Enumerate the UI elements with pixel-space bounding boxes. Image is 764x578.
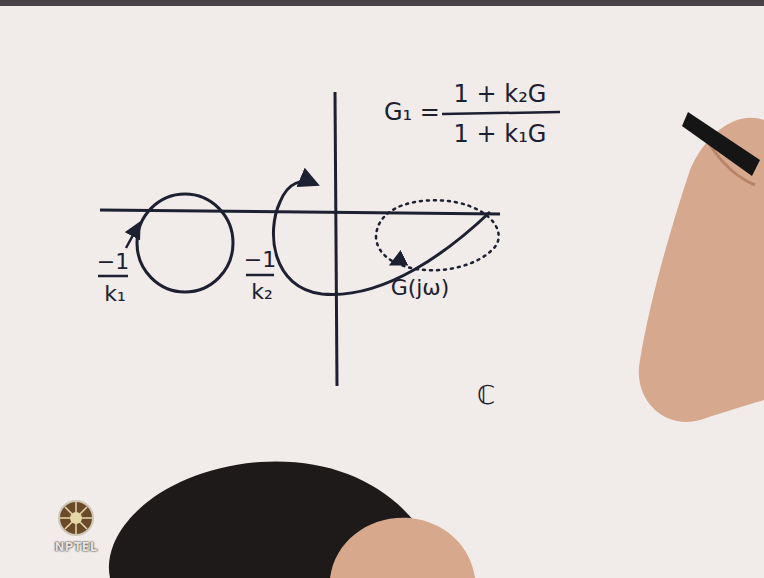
complex-plane-symbol: ℂ xyxy=(477,381,495,410)
fraction-bar xyxy=(246,274,274,277)
fraction-bar xyxy=(98,275,128,278)
board-edge xyxy=(0,0,764,6)
fraction-bar xyxy=(442,112,560,114)
pole-label: −1 xyxy=(244,248,276,272)
critical-circle xyxy=(137,194,233,292)
pole-label: −1 xyxy=(97,250,129,274)
real-axis xyxy=(100,210,500,214)
pole-label: k₂ xyxy=(251,280,273,304)
formula-text: 1 + k₂G xyxy=(454,81,547,107)
mirror-branch xyxy=(376,200,499,270)
nptel-logo xyxy=(59,501,93,535)
nyquist-curve xyxy=(273,181,490,294)
formula-text: G₁ = xyxy=(384,99,440,125)
lecturer-hand xyxy=(330,518,475,578)
pole-label: k₁ xyxy=(104,282,126,306)
watermark-text: NPTEL xyxy=(55,541,98,554)
formula-text: 1 + k₁G xyxy=(454,121,547,147)
marker-pen xyxy=(682,112,760,176)
pointer-arrow xyxy=(126,224,139,248)
curve-label: G(jω) xyxy=(391,276,450,300)
imaginary-axis xyxy=(335,92,337,386)
